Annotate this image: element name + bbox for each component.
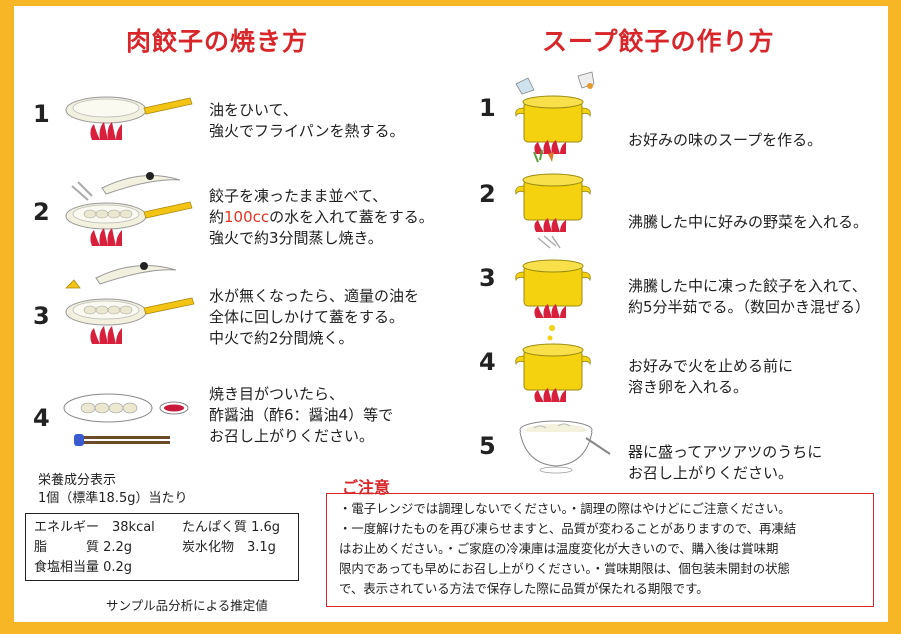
right-step-1-text: お好みの味のスープを作る。	[628, 131, 823, 149]
pot-icon	[515, 71, 595, 154]
soup-bowl-icon	[519, 420, 611, 474]
pot-gyoza-icon	[515, 235, 591, 318]
frying-pan-icon	[65, 96, 193, 140]
pot-vegetables-icon	[515, 149, 591, 232]
left-step-1-number: 1	[33, 100, 50, 128]
right-step-4-text: お好みで火を止める前に溶き卵を入れる。	[628, 357, 794, 396]
left-step-4-number: 4	[33, 404, 50, 432]
recipe-sheet: 肉餃子の焼き方 スープ餃子の作り方 1 油をひいて、強火でフライパンを熱する。 …	[14, 6, 888, 622]
frying-pan-oil-icon	[65, 262, 195, 344]
caution-line: はお止めください。・ご家庭の冷凍庫は温度変化が大きいので、購入後は賞味期	[339, 541, 779, 556]
left-step-2-number: 2	[33, 198, 50, 226]
right-step-2-number: 2	[479, 180, 496, 208]
caution-line: で、表示されている方法で保存した際に品質が保たれる期限です。	[339, 581, 709, 596]
nutrition-row: 食塩相当量 0.2g	[34, 560, 133, 575]
caution-title: ご注意	[342, 478, 391, 497]
right-step-5-number: 5	[479, 432, 496, 460]
caution-box: ・電子レンジでは調理しないでください。・調理の際はやけどにご注意ください。 ・一…	[326, 493, 874, 607]
caution-line: 限内であっても早めにお召し上がりください。・賞味期限は、個包装未開封の状態	[339, 561, 790, 576]
nutrition-heading: 栄養成分表示 1個（標準18.5g）当たり	[38, 473, 188, 506]
left-step-4-text: 焼き目がついたら、酢醤油（酢6：醤油4）等でお召し上がりください。	[209, 385, 394, 445]
flame-icon	[90, 122, 122, 140]
right-title: スープ餃子の作り方	[542, 27, 775, 56]
left-title: 肉餃子の焼き方	[126, 27, 309, 56]
left-step-3-number: 3	[33, 302, 50, 330]
right-step-4-number: 4	[479, 348, 496, 376]
dipping-sauce-icon	[159, 401, 189, 415]
right-step-5-text: 器に盛ってアツアツのうちにお召し上がりください。	[628, 443, 823, 482]
nutrition-note: サンプル品分析による推定値	[106, 598, 268, 613]
right-step-3-text: 沸騰した中に凍った餃子を入れて、約5分半茹でる。（数回かき混ぜる）	[628, 277, 871, 316]
frying-pan-with-lid-icon	[65, 172, 193, 246]
caution-line: ・一度解けたものを再び凍らせますと、品質が変わることがありますので、再凍結	[339, 521, 797, 536]
caution-line: ・電子レンジでは調理しないでください。・調理の際はやけどにご注意ください。	[339, 501, 791, 516]
right-step-1-number: 1	[479, 94, 496, 122]
right-step-2-text: 沸騰した中に好みの野菜を入れる。	[628, 213, 869, 231]
left-step-1-text: 油をひいて、強火でフライパンを熱する。	[209, 101, 405, 140]
pot-egg-icon	[515, 325, 591, 402]
chopsticks-icon	[74, 434, 170, 446]
left-step-2-text: 餃子を凍ったまま並べて、 約100ccの水を入れて蓋をする。 強火で約3分間蒸し…	[209, 187, 434, 247]
plated-gyoza-icon	[63, 393, 189, 446]
right-step-3-number: 3	[479, 264, 496, 292]
left-step-3-text: 水が無くなったら、適量の油を全体に回しかけて蓋をする。中火で約2分間焼く。	[209, 287, 420, 347]
